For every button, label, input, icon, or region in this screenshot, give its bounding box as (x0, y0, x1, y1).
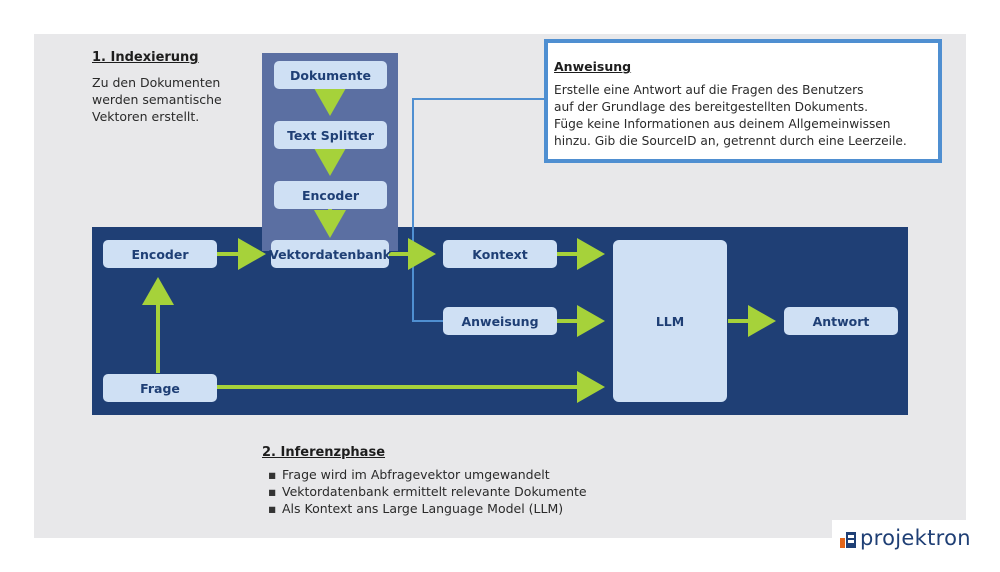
context-box: Kontext (443, 240, 557, 268)
answer-box: Antwort (784, 307, 898, 335)
inference-bullet: Vektordatenbank ermittelt relevante Doku… (268, 483, 587, 500)
index-encoder-box: Encoder (274, 181, 387, 209)
inference-bullet-list: Frage wird im Abfragevektor umgewandelt … (268, 466, 587, 517)
logo-mark-icon (840, 532, 856, 548)
indexing-line-3: Vektoren erstellt. (92, 109, 200, 124)
projektron-logo: projektron (832, 520, 971, 560)
instruction-line-3: Füge keine Informationen aus deinem Allg… (554, 117, 891, 131)
instruction-line-1: Erstelle eine Antwort auf die Fragen des… (554, 83, 864, 97)
inference-bullet: Als Kontext ans Large Language Model (LL… (268, 500, 587, 517)
encoder-box: Encoder (103, 240, 217, 268)
documents-box: Dokumente (274, 61, 387, 89)
logo-wordmark: projektron (860, 526, 971, 550)
inference-bullet: Frage wird im Abfragevektor umgewandelt (268, 466, 587, 483)
indexing-line-1: Zu den Dokumenten (92, 75, 221, 90)
instruction-panel: Anweisung Erstelle eine Antwort auf die … (544, 39, 942, 163)
vectordb-box: Vektordatenbank (269, 240, 391, 268)
indexing-line-2: werden semantische (92, 92, 222, 107)
question-box: Frage (103, 374, 217, 402)
instruction-panel-body: Erstelle eine Antwort auf die Fragen des… (554, 82, 934, 150)
instruction-connector (412, 98, 544, 322)
instruction-box: Anweisung (443, 307, 557, 335)
llm-box: LLM (613, 240, 727, 402)
instruction-line-4: hinzu. Gib die SourceID an, getrennt dur… (554, 134, 907, 148)
indexing-description: Zu den Dokumenten werden semantische Vek… (92, 74, 222, 125)
inference-title: 2. Inferenzphase (262, 445, 386, 460)
text-splitter-box: Text Splitter (274, 121, 387, 149)
instruction-panel-title: Anweisung (554, 59, 632, 74)
instruction-line-2: auf der Grundlage des bereitgestellten D… (554, 100, 869, 114)
indexing-title: 1. Indexierung (92, 50, 199, 65)
